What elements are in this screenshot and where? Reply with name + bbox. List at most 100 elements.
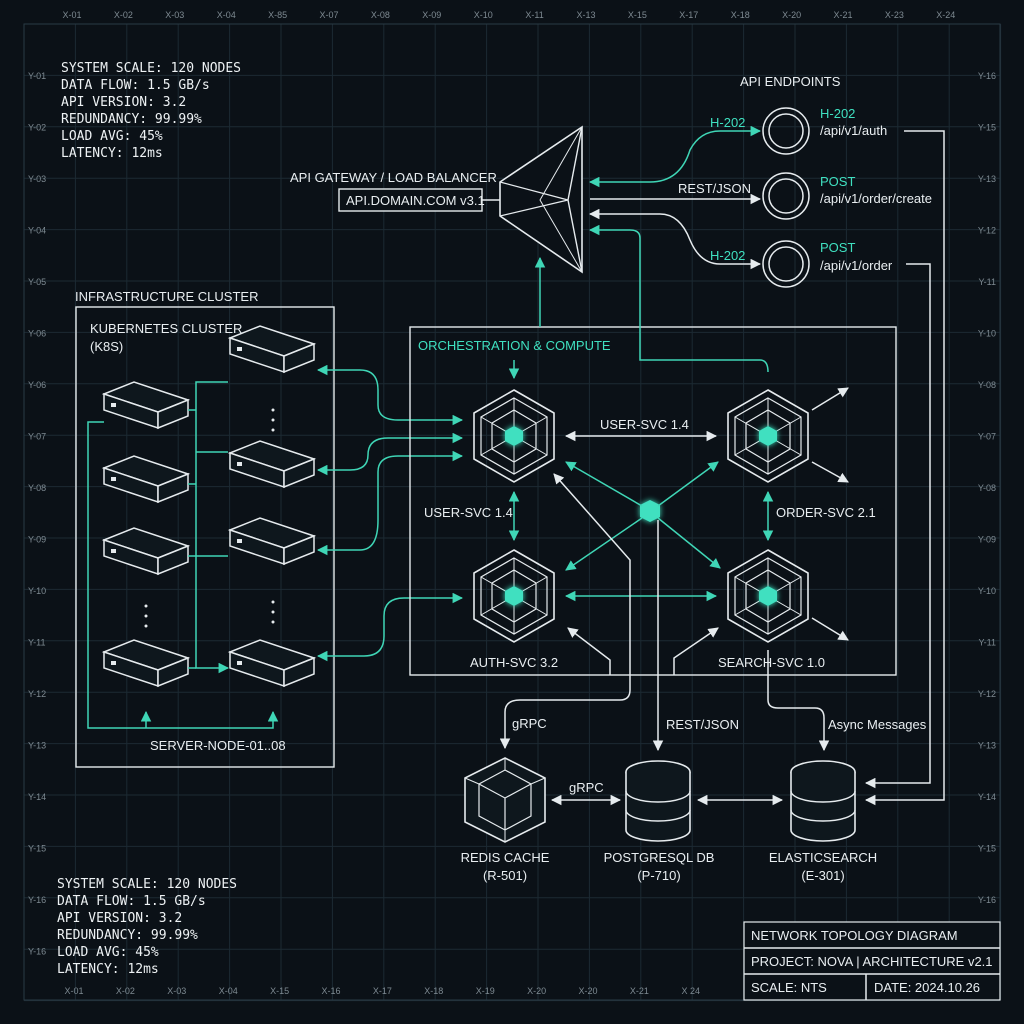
endpoint-path: /api/v1/auth	[820, 123, 887, 138]
stat-line: API VERSION: 3.2	[57, 911, 182, 926]
server-node[interactable]	[103, 381, 189, 429]
drawing-frame	[23, 23, 1001, 1001]
central-hub-icon	[640, 500, 660, 522]
orchestration-frame	[409, 326, 897, 676]
grid-label: Y-16	[978, 895, 996, 905]
stats-panel-bottom: SYSTEM SCALE: 120 NODES DATA FLOW: 1.5 G…	[57, 877, 237, 977]
server-node[interactable]	[103, 527, 189, 575]
server-node[interactable]	[229, 639, 315, 687]
grid-label: X-20	[578, 986, 597, 996]
endpoint-method: POST	[820, 174, 855, 189]
endpoint-order-create[interactable]: POST /api/v1/order/create	[762, 172, 932, 220]
grid-label: Y-08	[978, 380, 996, 390]
server-node[interactable]	[229, 517, 315, 565]
auth-svc-node[interactable]	[474, 550, 554, 642]
endpoint-order[interactable]: POST /api/v1/order	[762, 240, 893, 288]
grid-label: X-24	[936, 10, 955, 20]
stat-line: REDUNDANCY: 99.99%	[57, 928, 198, 943]
cluster-links	[87, 381, 279, 729]
grid-label: X-20	[527, 986, 546, 996]
scale-line: SCALE: NTS	[751, 980, 827, 995]
grid-label: X-10	[474, 10, 493, 20]
grid-label: Y-08	[28, 483, 46, 493]
stat-line: LOAD AVG: 45%	[61, 129, 163, 144]
grid-label: X-85	[268, 10, 287, 20]
grid-label: Y-13	[978, 741, 996, 751]
date-line: DATE: 2024.10.26	[874, 980, 980, 995]
database-icon	[625, 760, 691, 842]
grid-label: Y-13	[978, 174, 996, 184]
grid-label: Y-01	[28, 71, 46, 81]
store-name: ELASTICSEARCH	[769, 850, 877, 865]
project-line: PROJECT: NOVA | ARCHITECTURE v2.1	[751, 954, 993, 969]
user-svc-node[interactable]	[474, 390, 554, 482]
grid-label: X-09	[422, 10, 441, 20]
orchestration-compute: ORCHESTRATION & COMPUTE USER-SVC 1.4 USE…	[409, 224, 897, 676]
grid-label: X-07	[319, 10, 338, 20]
grid-label: Y-08	[978, 483, 996, 493]
stat-line: LATENCY: 12ms	[61, 146, 163, 161]
elasticsearch[interactable]: ELASTICSEARCH (E-301)	[769, 760, 877, 883]
grid-label: X 24	[682, 986, 701, 996]
grid-label: X-04	[219, 986, 238, 996]
grid-label: Y-16	[978, 71, 996, 81]
grid-label: X-03	[167, 986, 186, 996]
stat-line: LOAD AVG: 45%	[57, 945, 159, 960]
endpoints-title: API ENDPOINTS	[740, 74, 841, 89]
stat-line: DATA FLOW: 1.5 GB/s	[61, 78, 210, 93]
grid-label: Y-10	[978, 329, 996, 339]
grpc-label: gRPC	[569, 780, 604, 795]
load-balancer-icon	[499, 125, 583, 274]
api-endpoints: API ENDPOINTS H-202 /api/v1/auth POST /a…	[740, 74, 932, 288]
search-svc-node[interactable]	[728, 550, 808, 642]
grid-label: Y-16	[28, 947, 46, 957]
server-node[interactable]	[103, 455, 189, 503]
grid-label: X-18	[731, 10, 750, 20]
auth-svc-label: AUTH-SVC 3.2	[470, 655, 558, 670]
redis-cache[interactable]: REDIS CACHE (R-501)	[461, 757, 550, 883]
endpoint-method: H-202	[820, 106, 855, 121]
cluster-title: KUBERNETES CLUSTER	[90, 321, 242, 336]
store-name: REDIS CACHE	[461, 850, 550, 865]
grid-label: Y-07	[978, 432, 996, 442]
database-icon	[790, 760, 856, 842]
grid-label: X-21	[833, 10, 852, 20]
link-user-auth-label: USER-SVC 1.4	[424, 505, 513, 520]
grid-label: X-13	[576, 10, 595, 20]
store-code: (E-301)	[801, 868, 844, 883]
endpoint-path: /api/v1/order/create	[820, 191, 932, 206]
gateway-endpoint-links: H-202 REST/JSON H-202	[588, 115, 762, 270]
grid-label: X-16	[321, 986, 340, 996]
order-svc-node[interactable]	[728, 390, 808, 482]
postgresql-db[interactable]: POSTGRESQL DB (P-710)	[604, 760, 715, 883]
gateway-domain: API.DOMAIN.COM v3.1	[346, 193, 485, 208]
grid-label: Y-15	[28, 844, 46, 854]
grid-label: X-08	[371, 10, 390, 20]
stats-panel-top: SYSTEM SCALE: 120 NODES DATA FLOW: 1.5 G…	[61, 61, 241, 161]
endpoint-auth[interactable]: H-202 /api/v1/auth	[762, 106, 887, 155]
title-block: NETWORK TOPOLOGY DIAGRAM PROJECT: NOVA |…	[743, 921, 1001, 1001]
stat-line: DATA FLOW: 1.5 GB/s	[57, 894, 206, 909]
servers-label: SERVER-NODE-01..08	[150, 738, 286, 753]
grid-label: Y-11	[978, 638, 996, 648]
service-links	[508, 387, 849, 675]
grid-label: X-17	[373, 986, 392, 996]
server-node[interactable]	[229, 440, 315, 488]
order-gateway-return	[588, 224, 641, 327]
data-flows: gRPC REST/JSON Async Messages gRPC	[499, 473, 927, 806]
stat-line: SYSTEM SCALE: 120 NODES	[57, 877, 237, 892]
order-to-search-line	[864, 263, 931, 789]
endpoint-path: /api/v1/order	[820, 258, 893, 273]
grid-label: Y-14	[28, 792, 46, 802]
cube-icon	[464, 757, 546, 843]
grid-label: X-15	[270, 986, 289, 996]
grid-label: X-18	[424, 986, 443, 996]
api-gateway[interactable]: API GATEWAY / LOAD BALANCER API.DOMAIN.C…	[290, 125, 583, 274]
grid-label: Y-09	[978, 535, 996, 545]
order-svc-label: ORDER-SVC 2.1	[776, 505, 876, 520]
server-node[interactable]	[103, 639, 189, 687]
grid-label: Y-07	[28, 432, 46, 442]
grid-label: X-03	[165, 10, 184, 20]
